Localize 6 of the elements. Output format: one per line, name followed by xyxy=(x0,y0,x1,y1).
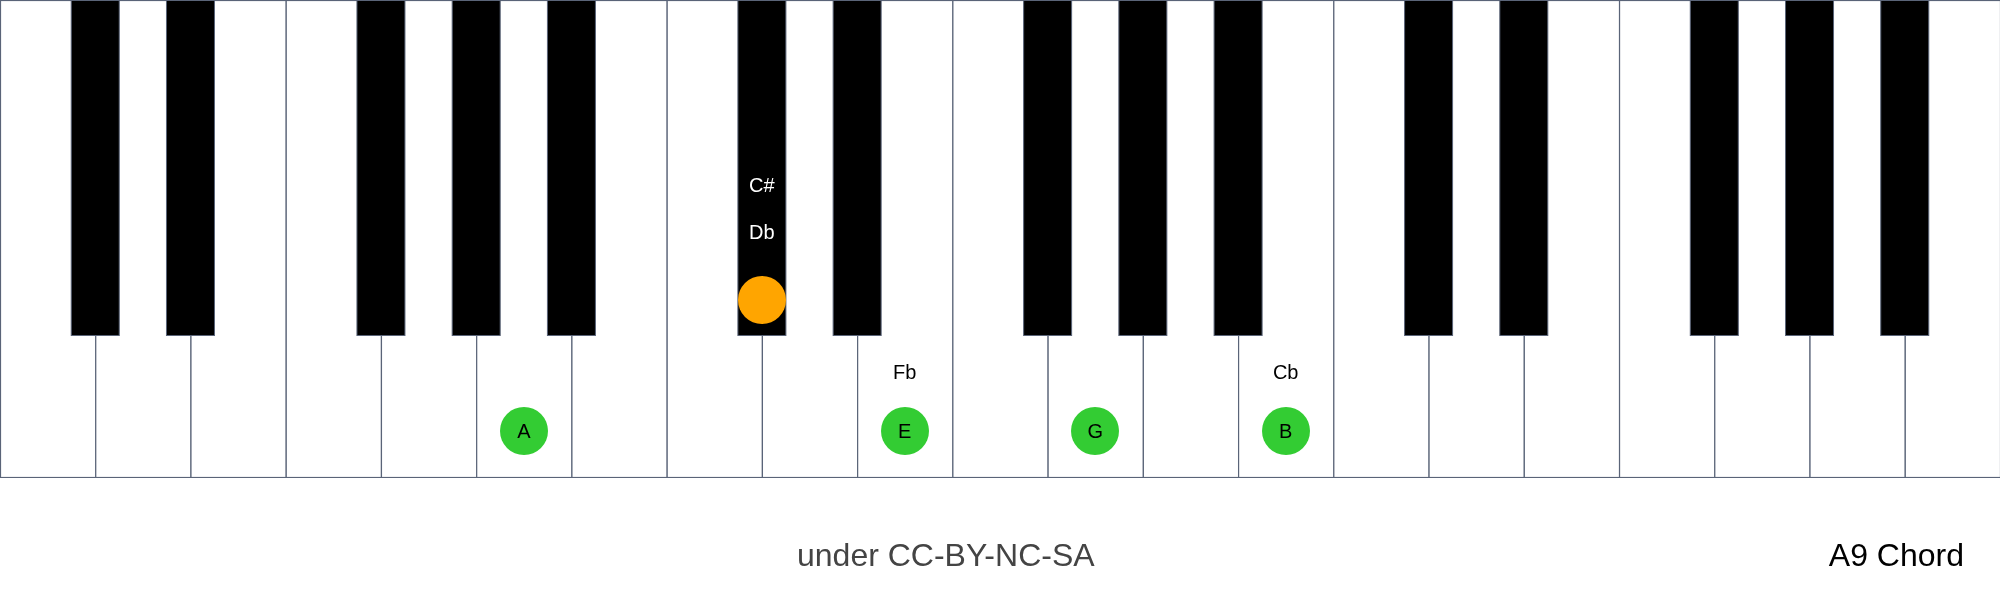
note-name: Cb xyxy=(1272,362,1299,382)
chord-title: A9 Chord xyxy=(1828,539,1964,571)
license-text: under CC-BY-NC-SA xyxy=(797,539,1095,571)
note-name: Fb xyxy=(893,362,917,382)
note-name: C# xyxy=(749,175,775,195)
note-name: Db xyxy=(749,222,775,242)
